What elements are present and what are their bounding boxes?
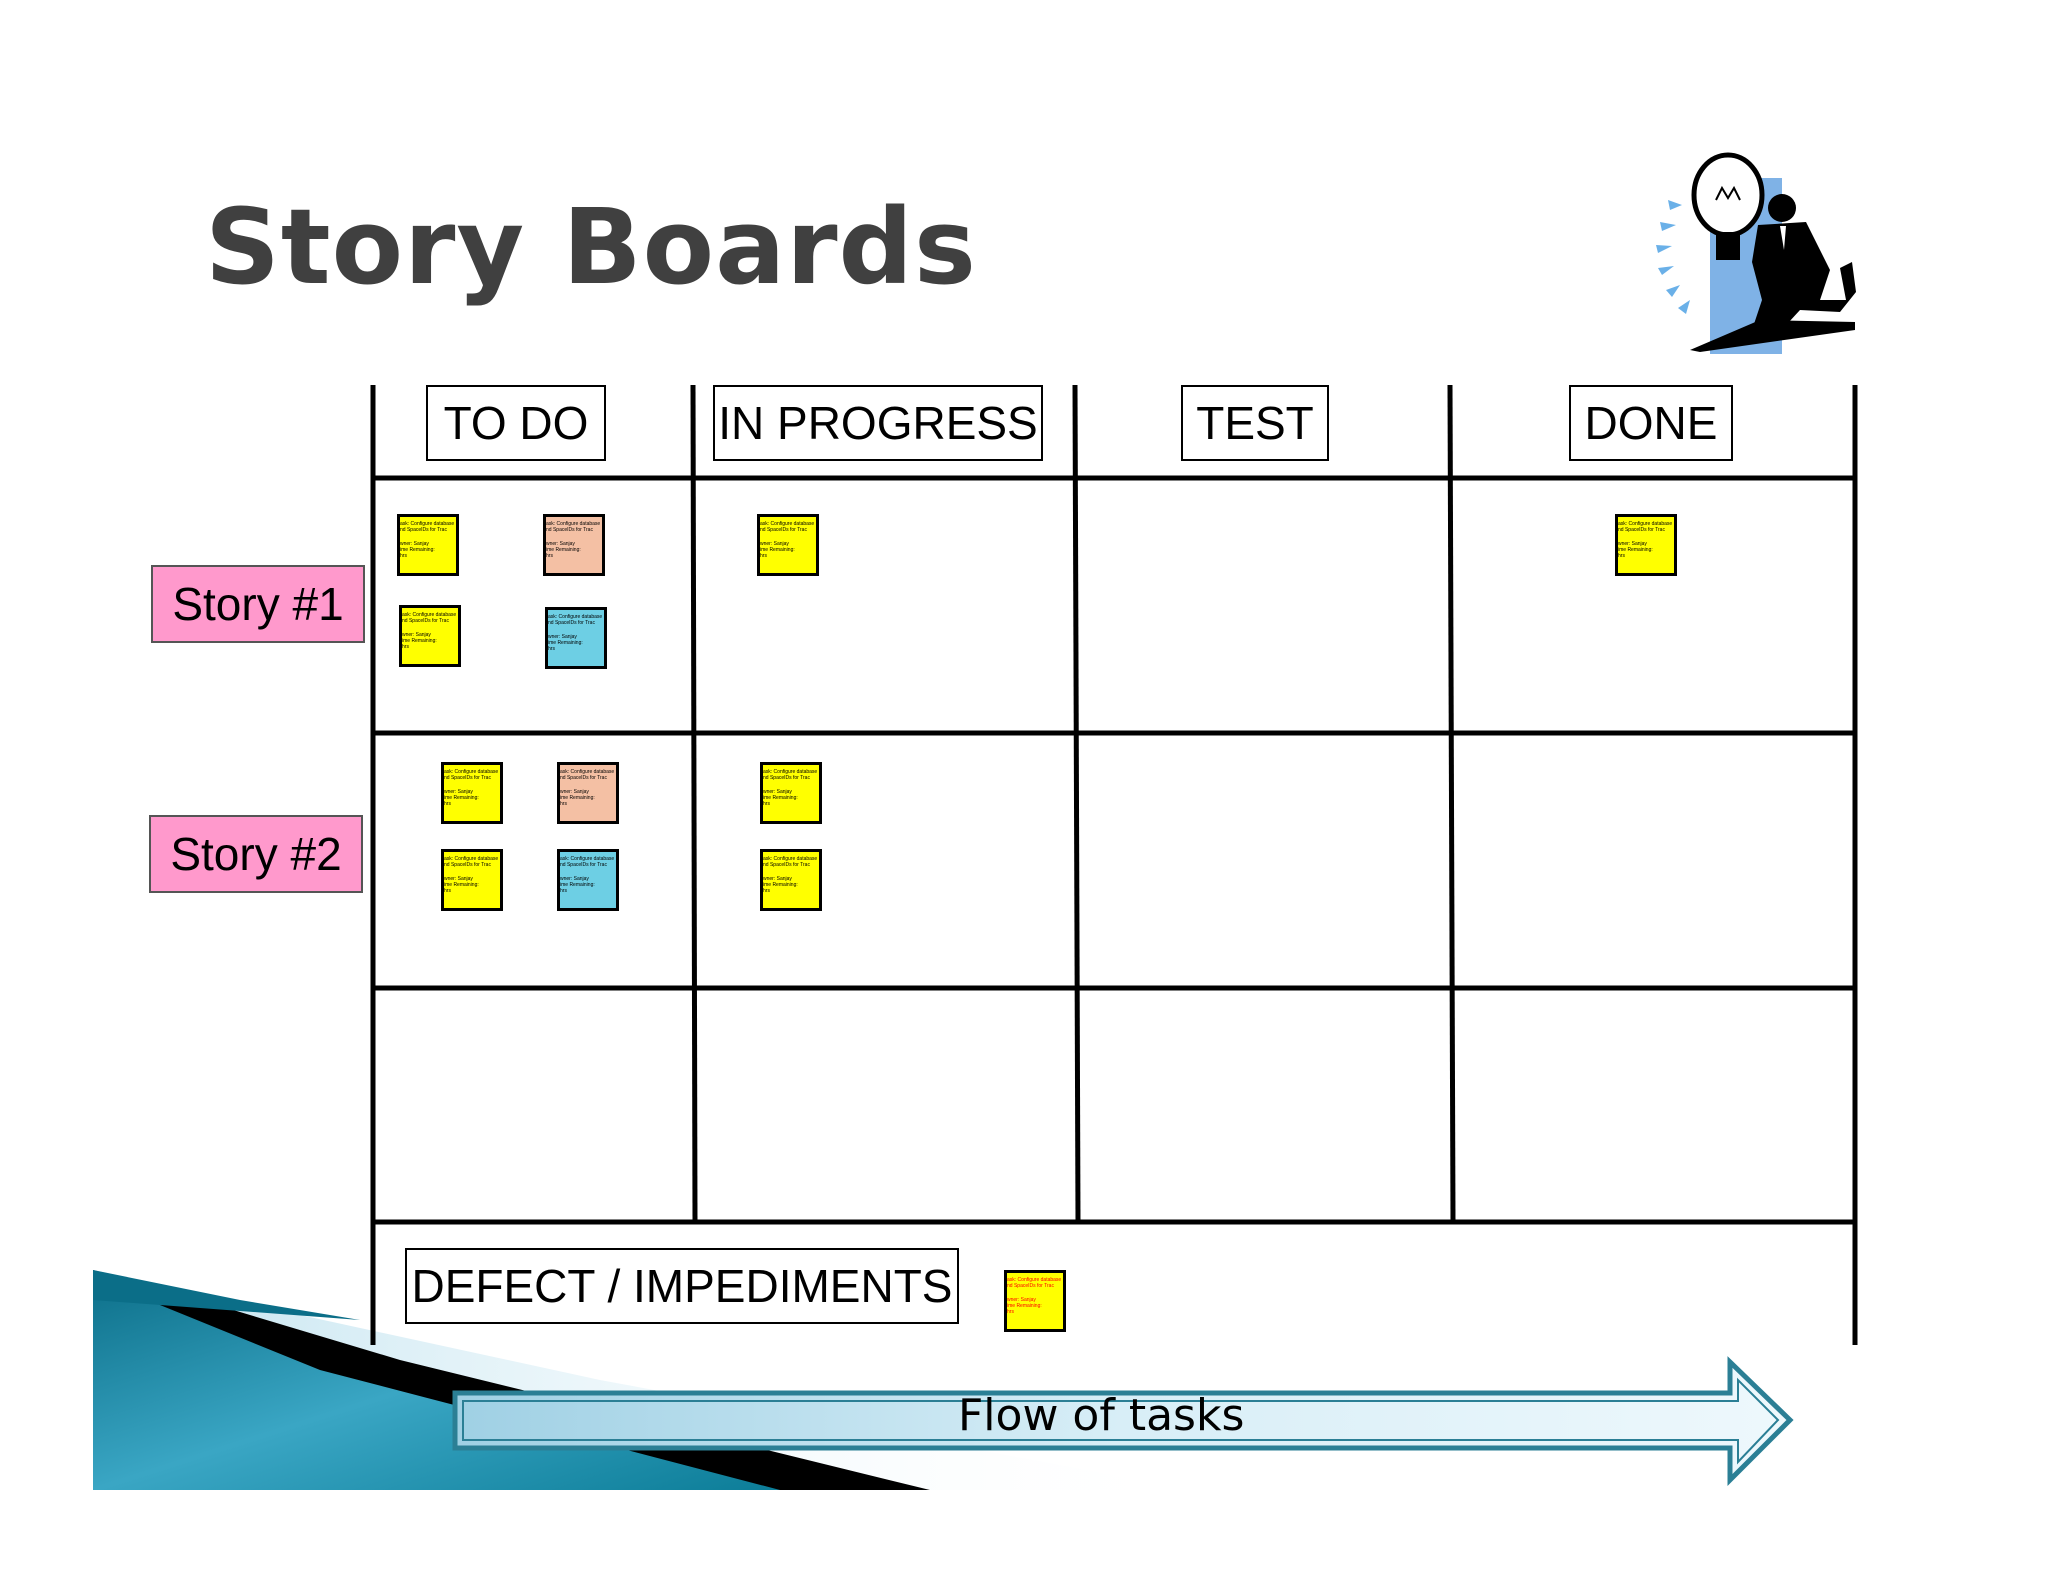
column-header-in-progress: IN PROGRESS xyxy=(713,385,1043,461)
board-grid xyxy=(370,384,1858,1345)
story-label-1: Story #1 xyxy=(151,565,365,643)
flow-of-tasks-label: Flow of tasks xyxy=(958,1390,1245,1441)
defect-impediments-label: DEFECT / IMPEDIMENTS xyxy=(405,1248,959,1324)
lightbulb-businessman-icon xyxy=(1656,152,1856,354)
column-header-test: TEST xyxy=(1181,385,1329,461)
flow-arrow xyxy=(452,1356,1794,1487)
page-title: Story Boards xyxy=(205,186,977,308)
decorative-swoosh xyxy=(93,1270,1195,1490)
column-header-done: DONE xyxy=(1569,385,1733,461)
story-label-2: Story #2 xyxy=(149,815,363,893)
column-header-todo: TO DO xyxy=(426,385,606,461)
